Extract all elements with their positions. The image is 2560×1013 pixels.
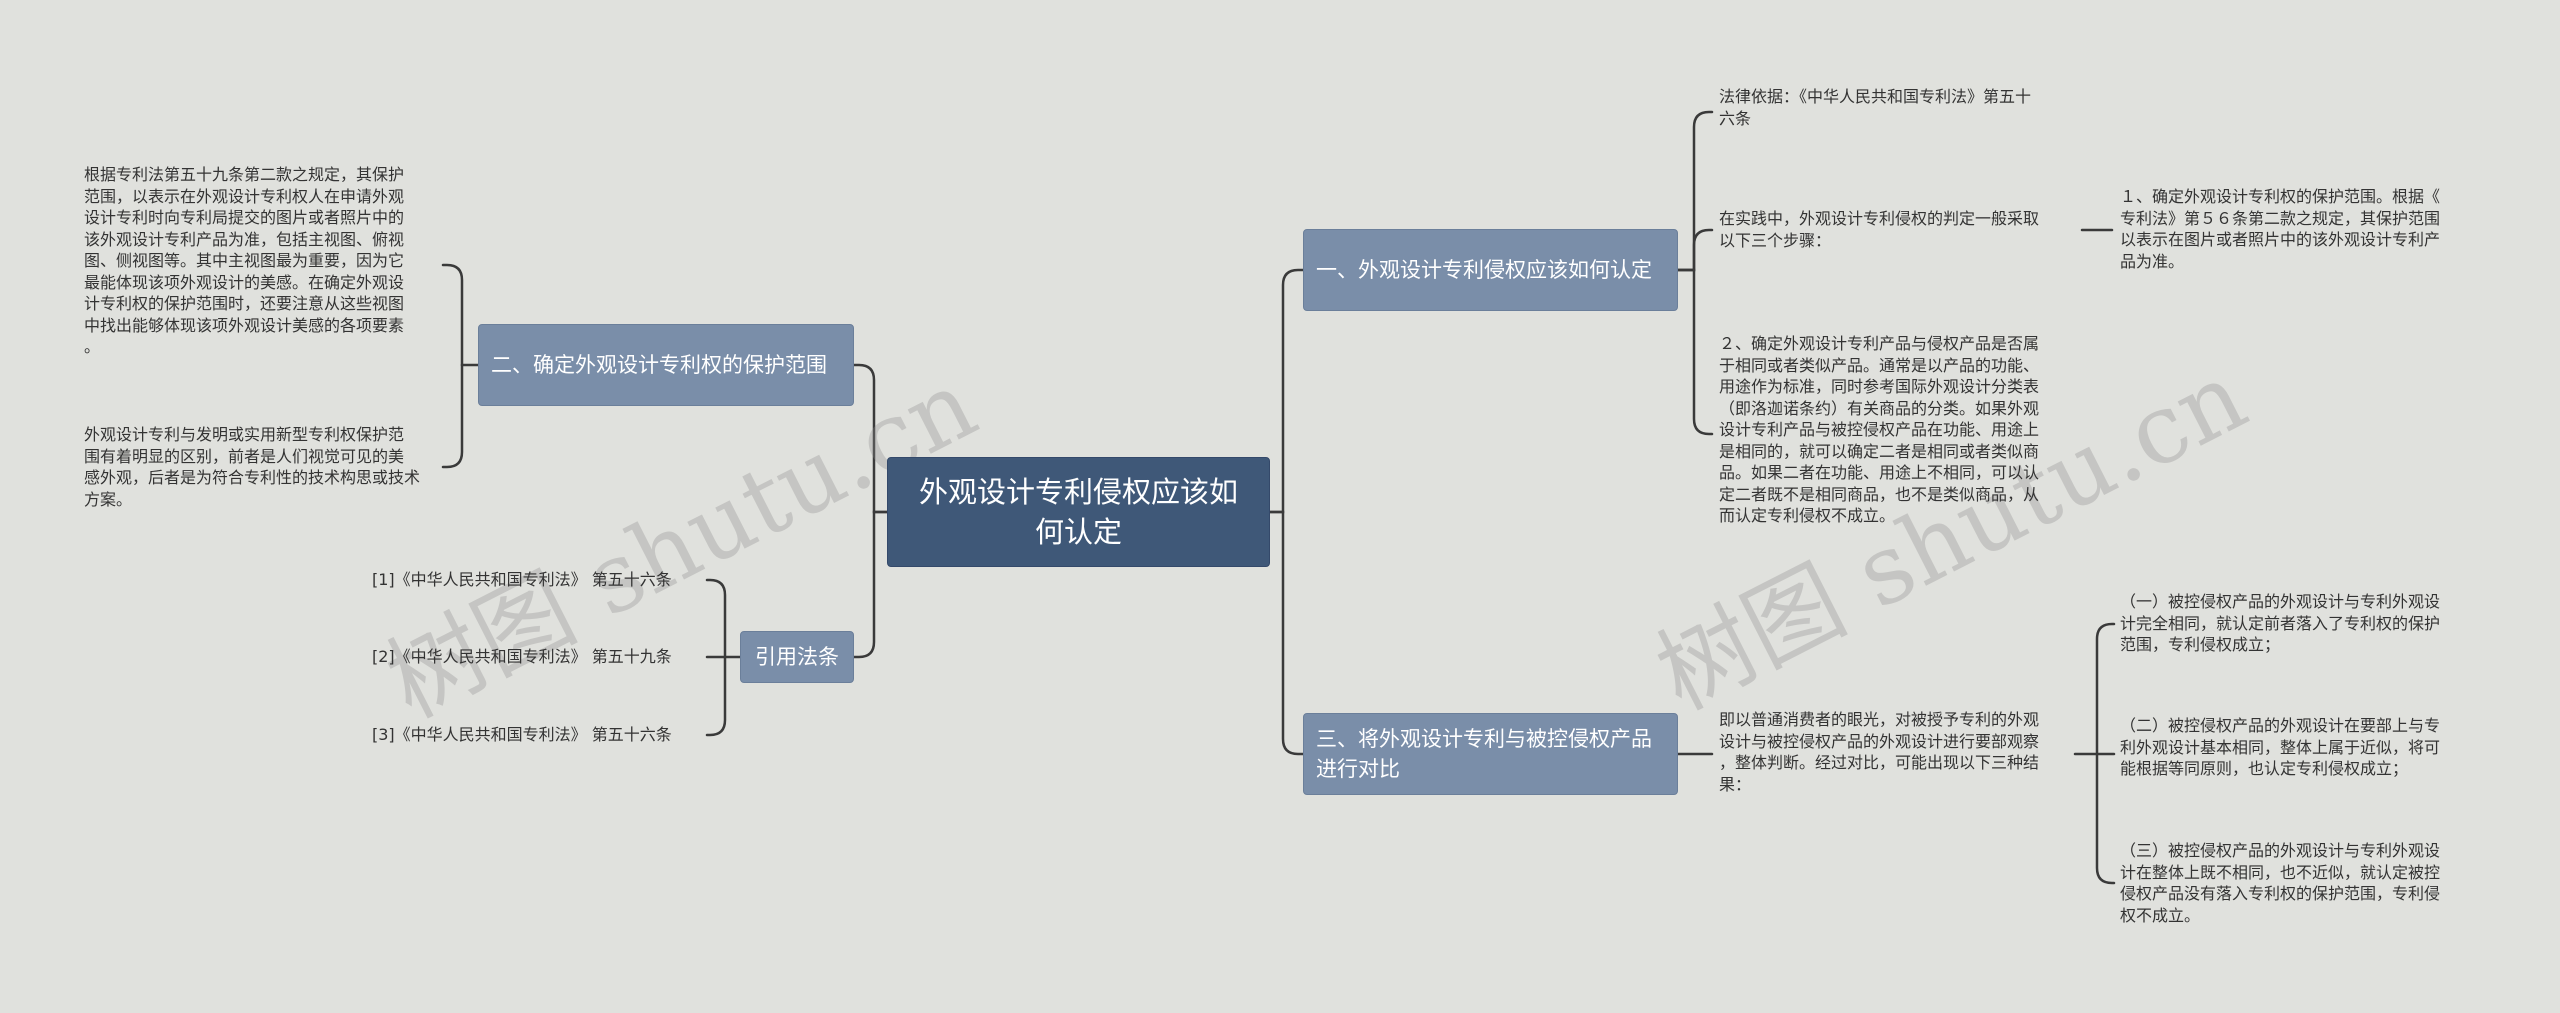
branch-title: 三、将外观设计专利与被控侵权产品进行对比 [1316, 727, 1652, 781]
leaf-practice-steps: 在实践中，外观设计专利侵权的判定一般采取 以下三个步骤： [1719, 209, 2040, 250]
leaf-step-1: １、确定外观设计专利权的保护范围。根据《 专利法》第５６条第二款之规定，其保护范… [2120, 187, 2441, 271]
connector-root-branch4 [852, 510, 889, 659]
connector-root-branch3 [1268, 510, 1305, 756]
connector-branch2-leaf2 [441, 363, 464, 469]
leaf-scope-difference: 外观设计专利与发明或实用新型专利权保护范 围有着明显的区别，前者是人们视觉可见的… [84, 425, 421, 509]
leaf-result-2: （二）被控侵权产品的外观设计在要部上与专 利外观设计基本相同，整体上属于近似，将… [2120, 716, 2441, 778]
branch-title: 引用法条 [755, 645, 839, 669]
branch-title: 一、外观设计专利侵权应该如何认定 [1316, 258, 1652, 282]
connector-result1 [2095, 622, 2116, 756]
leaf-result-1: （一）被控侵权产品的外观设计与专利外观设 计完全相同，就认定前者落入了专利权的保… [2120, 592, 2441, 654]
reference-item: [3]《中华人民共和国专利法》 第五十六条 [372, 725, 672, 744]
connector-root-branch1 [1268, 268, 1305, 514]
leaf-scope-detail: 根据专利法第五十九条第二款之规定，其保护 范围，以表示在外观设计专利权人在申请外… [84, 165, 405, 356]
root-title: 外观设计专利侵权应该如何认定 [918, 475, 1238, 549]
connector-branch1-step2 [1676, 268, 1714, 436]
leaf-compare-intro: 即以普通消费者的眼光，对被授予专利的外观 设计与被控侵权产品的外观设计进行要部观… [1719, 710, 2040, 794]
connector-branch2-leaf1 [441, 263, 464, 367]
branch-title: 二、确定外观设计专利权的保护范围 [491, 353, 827, 377]
reference-item: [1]《中华人民共和国专利法》 第五十六条 [372, 570, 672, 589]
branch-how-to-determine[interactable]: 一、外观设计专利侵权应该如何认定 [1303, 229, 1678, 311]
connector-root-branch2 [852, 363, 889, 514]
connector-result3 [2095, 752, 2116, 885]
leaf-legal-basis: 法律依据：《中华人民共和国专利法》第五十 六条 [1719, 87, 2032, 128]
reference-item: [2]《中华人民共和国专利法》 第五十九条 [372, 647, 672, 666]
connector-ref1 [705, 578, 727, 659]
leaf-result-3: （三）被控侵权产品的外观设计与专利外观设 计在整体上既不相同，也不近似，就认定被… [2120, 841, 2441, 925]
connector-ref3 [705, 655, 727, 737]
connector-branch1-law [1676, 110, 1714, 272]
branch-compare[interactable]: 三、将外观设计专利与被控侵权产品进行对比 [1303, 713, 1678, 795]
branch-cited-laws[interactable]: 引用法条 [740, 631, 854, 683]
leaf-step-2: ２、确定外观设计专利产品与侵权产品是否属 于相同或者类似产品。通常是以产品的功能… [1719, 334, 2040, 525]
root-node[interactable]: 外观设计专利侵权应该如何认定 [887, 457, 1270, 567]
branch-protection-scope[interactable]: 二、确定外观设计专利权的保护范围 [478, 324, 854, 406]
connector-branch1-practice [1676, 228, 1714, 272]
